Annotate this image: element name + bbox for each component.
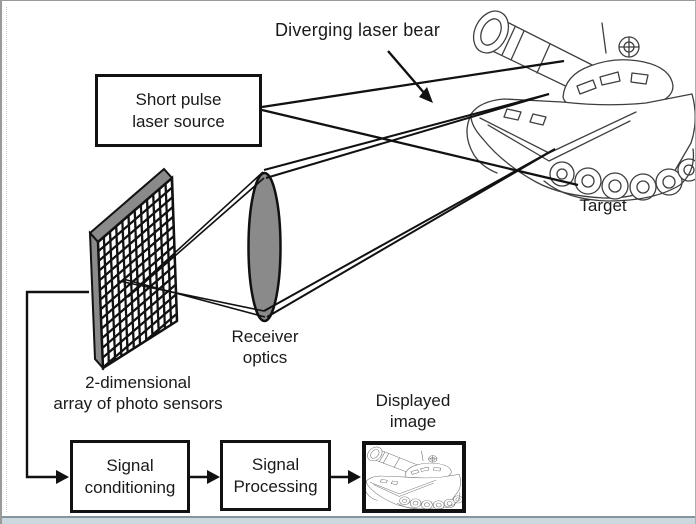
bottom-page-strip	[2, 516, 695, 524]
displayed-image-box	[362, 441, 466, 513]
laser-beam-lines	[261, 59, 579, 187]
target-tank-icon	[466, 10, 695, 202]
flow-connector-lines	[25, 290, 361, 484]
diverging-beam-label: Diverging laser bear	[274, 20, 441, 40]
sensor-array-label: 2-dimensional array of photo sensors	[53, 373, 223, 414]
label-pointer-arrow	[387, 50, 433, 103]
focused-ray-lines	[118, 171, 266, 318]
receiver-lens-icon	[247, 171, 282, 323]
target-label: Target	[579, 196, 627, 215]
sensor-array-icon	[88, 167, 179, 371]
laser-source-box: Short pulse laser source	[95, 74, 262, 147]
receiver-optics-label: Receiver optics	[231, 327, 299, 368]
reflected-ray-lines	[263, 93, 556, 318]
page-left-dotted-line	[6, 7, 7, 512]
signal-processing-box: Signal Processing	[220, 440, 331, 511]
displayed-image-label: Displayed image	[375, 391, 451, 432]
signal-conditioning-box: Signal conditioning	[70, 440, 190, 513]
